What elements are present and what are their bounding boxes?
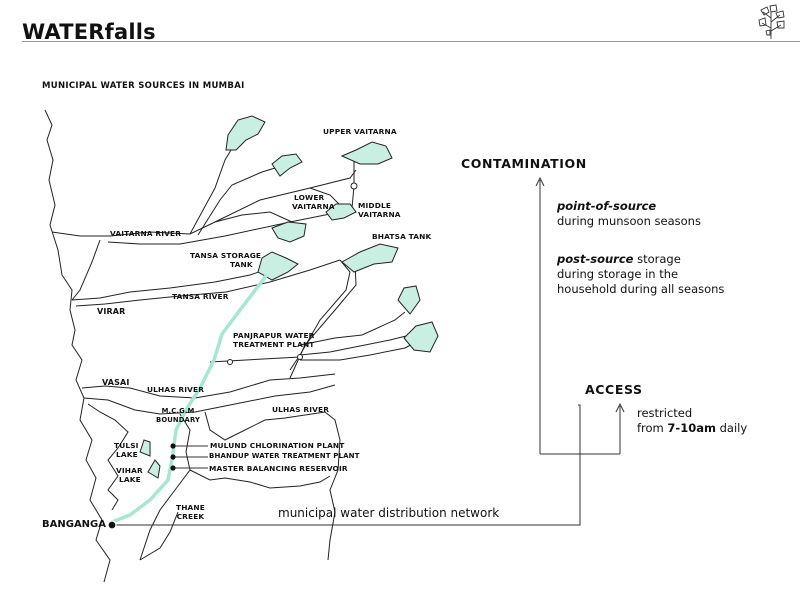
post-source-term: post-source	[557, 252, 634, 266]
label-ulhas-river-east: ULHAS RIVER	[272, 405, 330, 414]
panjrapur-node-2	[297, 354, 303, 360]
tulsi-lake	[139, 439, 151, 457]
vihar-lake	[147, 459, 161, 479]
label-banganga: BANGANGA	[42, 519, 106, 530]
contamination-heading: CONTAMINATION	[461, 156, 587, 171]
label-line: LAKE	[116, 450, 138, 459]
label-line: BOUNDARY	[156, 416, 201, 424]
label-upper-vaitarna: UPPER VAITARNA	[323, 127, 397, 136]
water-pipeline	[110, 274, 268, 524]
label-virar: VIRAR	[97, 307, 126, 316]
label-bhandup-plant: BHANDUP WATER TREATMENT PLANT	[209, 452, 360, 460]
post-source-rest: storage	[633, 252, 681, 266]
label-tulsi-lake: TULSI LAKE	[114, 441, 139, 459]
lower-vaitarna-lake	[325, 203, 357, 221]
label-thane-creek: THANE CREEK	[176, 503, 205, 521]
coastline	[44, 109, 111, 583]
label-master-reservoir: MASTER BALANCING RESERVOIR	[209, 464, 348, 473]
label-line: PANJRAPUR WATER	[233, 331, 315, 340]
upper-vaitarna-lake	[225, 115, 266, 151]
label-line: VAITARNA	[292, 202, 335, 211]
label-vaitarna-river: VAITARNA RIVER	[110, 229, 182, 238]
access-text: restricted from 7-10am daily	[637, 406, 747, 436]
network-label: municipal water distribution network	[278, 506, 500, 520]
lake-small-3	[397, 285, 421, 315]
panjrapur-node-1	[227, 359, 233, 365]
access-line-2-post: daily	[715, 421, 748, 435]
post-source-text: post-source storage during storage in th…	[557, 252, 724, 297]
network-line	[112, 404, 581, 526]
point-of-source-term: point-of-source	[557, 199, 657, 213]
label-tansa-tank: TANSA STORAGE TANK	[190, 251, 261, 269]
label-mulund-plant: MULUND CHLORINATION PLANT	[210, 441, 345, 450]
label-line: TULSI	[114, 441, 139, 450]
point-of-source-desc: during munsoon seasons	[557, 214, 701, 228]
post-source-line-2: during storage in the	[557, 267, 679, 281]
lake-small-2	[271, 221, 307, 243]
map-title: MUNICIPAL WATER SOURCES IN MUMBAI	[42, 81, 245, 91]
lake-small-1	[271, 153, 303, 177]
label-vasai: VASAI	[102, 378, 130, 387]
middle-vaitarna-lake	[340, 141, 393, 165]
label-panjrapur: PANJRAPUR WATER TREATMENT PLANT	[233, 331, 315, 349]
access-line-2-pre: from	[637, 421, 668, 435]
label-line: LAKE	[119, 475, 141, 484]
label-line: TANSA STORAGE	[190, 251, 262, 260]
tansa-river	[71, 267, 271, 301]
label-vihar-lake: VIHAR LAKE	[116, 466, 143, 484]
tansa-lake	[257, 251, 299, 281]
bhandup-dot	[170, 454, 176, 460]
access-heading: ACCESS	[585, 382, 643, 397]
label-line: M.C.G.M	[161, 407, 195, 415]
header-rule	[22, 41, 800, 42]
access-hours: 7-10am	[667, 421, 716, 435]
bhatsa-lake	[341, 243, 399, 273]
label-line: LOWER	[294, 193, 325, 202]
label-middle-vaitarna: MIDDLE VAITARNA	[358, 201, 401, 219]
vaitarna-junction	[350, 182, 358, 190]
label-line: MIDDLE	[358, 201, 392, 210]
label-bhatsa-tank: BHATSA TANK	[372, 232, 432, 241]
label-ulhas-river-west: ULHAS RIVER	[147, 385, 205, 394]
access-line-1: restricted	[637, 406, 693, 420]
label-line: THANE	[176, 503, 205, 512]
label-line: CREEK	[176, 512, 205, 521]
mulund-dot	[170, 443, 176, 449]
master-reservoir-dot	[170, 465, 176, 471]
brand-title: WATERfalls	[22, 20, 156, 44]
post-source-line-3: household during all seasons	[557, 282, 725, 296]
lake-small-4	[403, 321, 439, 353]
label-mcgm-boundary: M.C.G.M BOUNDARY	[156, 407, 200, 425]
label-line: VIHAR	[116, 466, 143, 475]
tree-logo-icon	[758, 4, 785, 39]
label-line: TREATMENT PLANT	[233, 340, 315, 349]
label-line: VAITARNA	[358, 210, 401, 219]
banganga-node	[107, 520, 117, 530]
point-of-source-text: point-of-source during munsoon seasons	[557, 199, 701, 229]
label-lower-vaitarna: LOWER VAITARNA	[292, 193, 335, 211]
label-tansa-river: TANSA RIVER	[172, 292, 229, 301]
label-line: TANK	[230, 260, 253, 269]
